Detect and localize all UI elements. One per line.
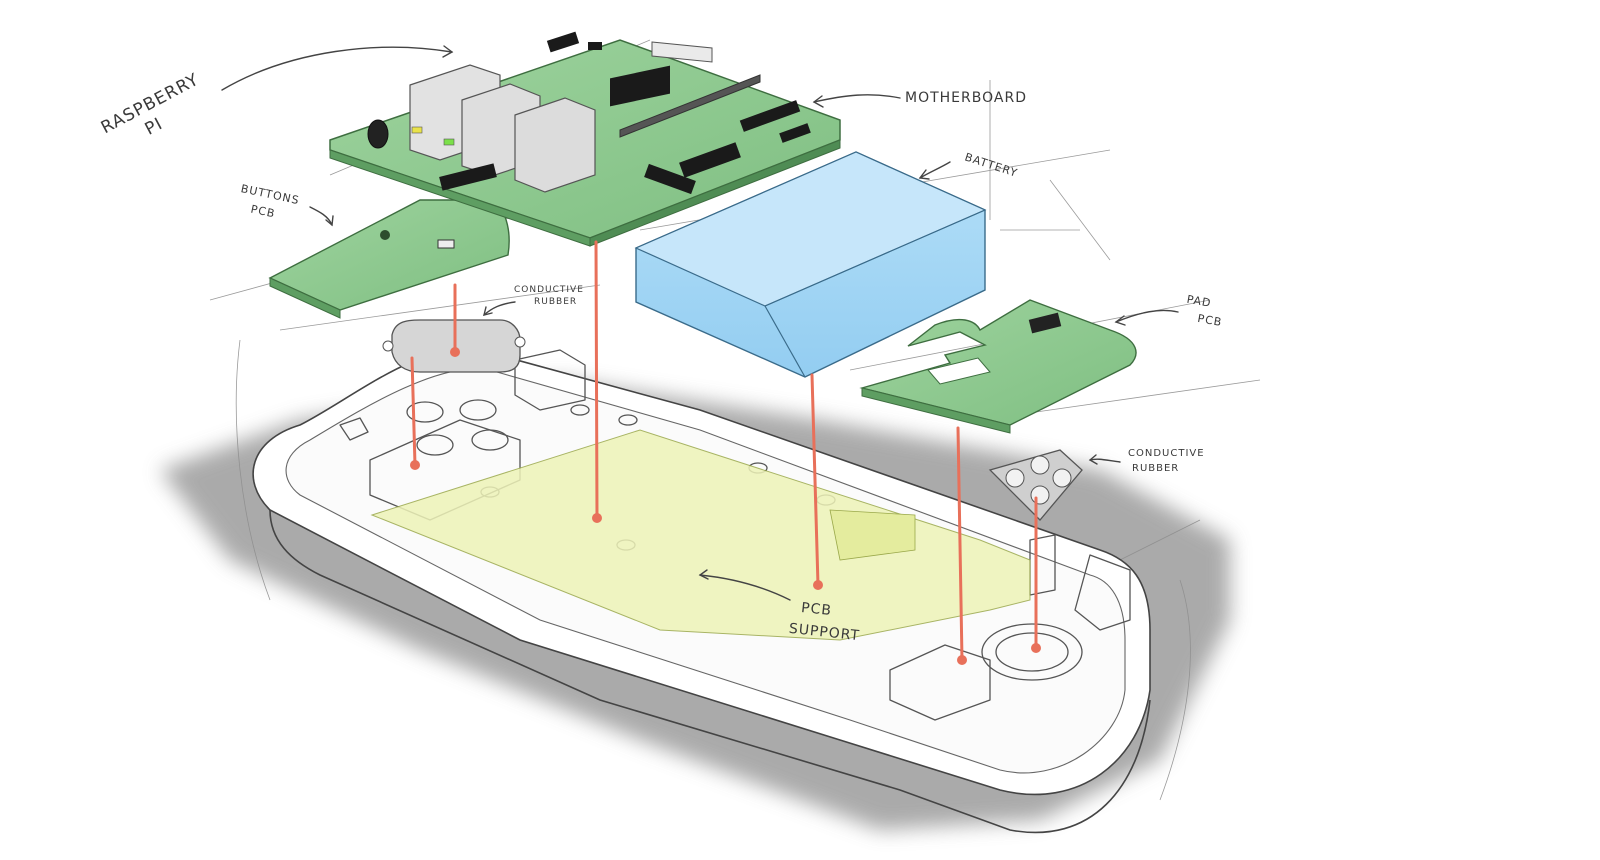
conductive-rubber-right: [988, 449, 1083, 521]
label-motherboard: MOTHERBOARD: [905, 90, 1027, 106]
label-pcb-support: PCB SUPPORT: [788, 600, 861, 644]
battery: [634, 151, 987, 378]
svg-text:PCB: PCB: [250, 203, 277, 221]
svg-text:RUBBER: RUBBER: [534, 297, 577, 307]
svg-text:PCB: PCB: [1197, 312, 1224, 329]
svg-text:PCB: PCB: [800, 600, 832, 619]
label-battery: BATTERY: [963, 150, 1019, 179]
pcb-support-plate: [370, 429, 1031, 641]
label-conductive-rubber-right: CONDUCTIVE RUBBER: [1128, 448, 1205, 474]
svg-text:SUPPORT: SUPPORT: [788, 621, 861, 644]
pad-pcb: [859, 299, 1137, 434]
label-pad-pcb: PAD PCB: [1186, 293, 1224, 329]
analog-stick-well: [889, 534, 1131, 721]
label-raspberry-pi: RASPBERRY PI: [98, 70, 203, 140]
label-buttons-pcb: BUTTONS PCB: [240, 182, 301, 221]
svg-text:BUTTONS: BUTTONS: [240, 182, 301, 207]
motherboard: [329, 31, 841, 247]
svg-text:PAD: PAD: [1186, 293, 1213, 310]
label-arrows: [221, 45, 1179, 601]
label-conductive-rubber-left: CONDUCTIVE RUBBER: [514, 285, 584, 307]
buttons-pcb: [268, 199, 510, 319]
svg-text:CONDUCTIVE: CONDUCTIVE: [514, 285, 584, 295]
svg-text:CONDUCTIVE: CONDUCTIVE: [1128, 448, 1205, 459]
svg-text:RUBBER: RUBBER: [1132, 463, 1179, 474]
leader-lines: [410, 240, 1041, 665]
